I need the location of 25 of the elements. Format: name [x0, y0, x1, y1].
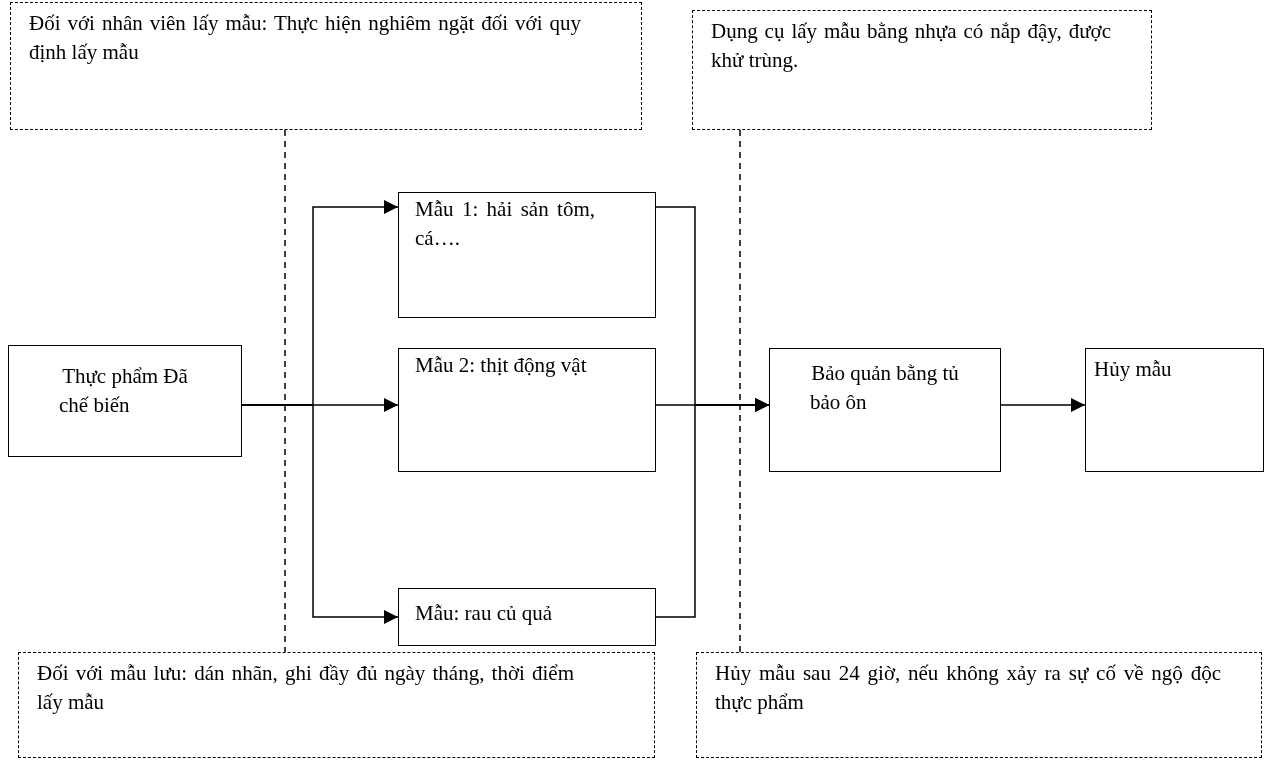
box-label: Mẫu: rau củ quả — [415, 600, 554, 627]
note-box — [18, 652, 655, 758]
note-text: Đối với nhân viên lấy mẫu: Thực hiện nghiêm ngặt đối với quy định lấy mẫu — [29, 10, 581, 67]
box-label: Thực phẩm Đã chế biến — [59, 363, 189, 420]
box-label: Hủy mẫu — [1094, 356, 1173, 383]
box-label: Bảo quản bằng tủ bảo ôn — [810, 360, 960, 417]
process-box — [398, 588, 656, 646]
process-box — [398, 348, 656, 472]
process-box — [398, 192, 656, 318]
note-text: Dụng cụ lấy mẫu bằng nhựa có nắp đậy, được khử trùng. — [711, 18, 1111, 75]
process-box — [769, 348, 1001, 472]
box-label: Mẫu 2: thịt động vật — [415, 352, 588, 379]
note-text: Hủy mẫu sau 24 giờ, nếu không xảy ra sự cố về ngộ độc thực phẩm — [715, 660, 1221, 717]
arrow — [241, 404, 399, 624]
leader-line — [739, 404, 741, 653]
process-box — [8, 345, 242, 457]
box-label: Mẫu 1: hải sản tôm, cá…. — [415, 196, 595, 253]
arrow — [655, 398, 770, 618]
note-text: Đối với mẫu lưu: dán nhãn, ghi đầy đủ ngày tháng, thời điểm lấy mẫu — [37, 660, 574, 717]
leader-line — [284, 129, 286, 653]
arrow — [1000, 398, 1086, 412]
note-box — [10, 2, 642, 130]
note-box — [696, 652, 1262, 758]
note-box — [692, 10, 1152, 130]
process-box — [1085, 348, 1264, 472]
